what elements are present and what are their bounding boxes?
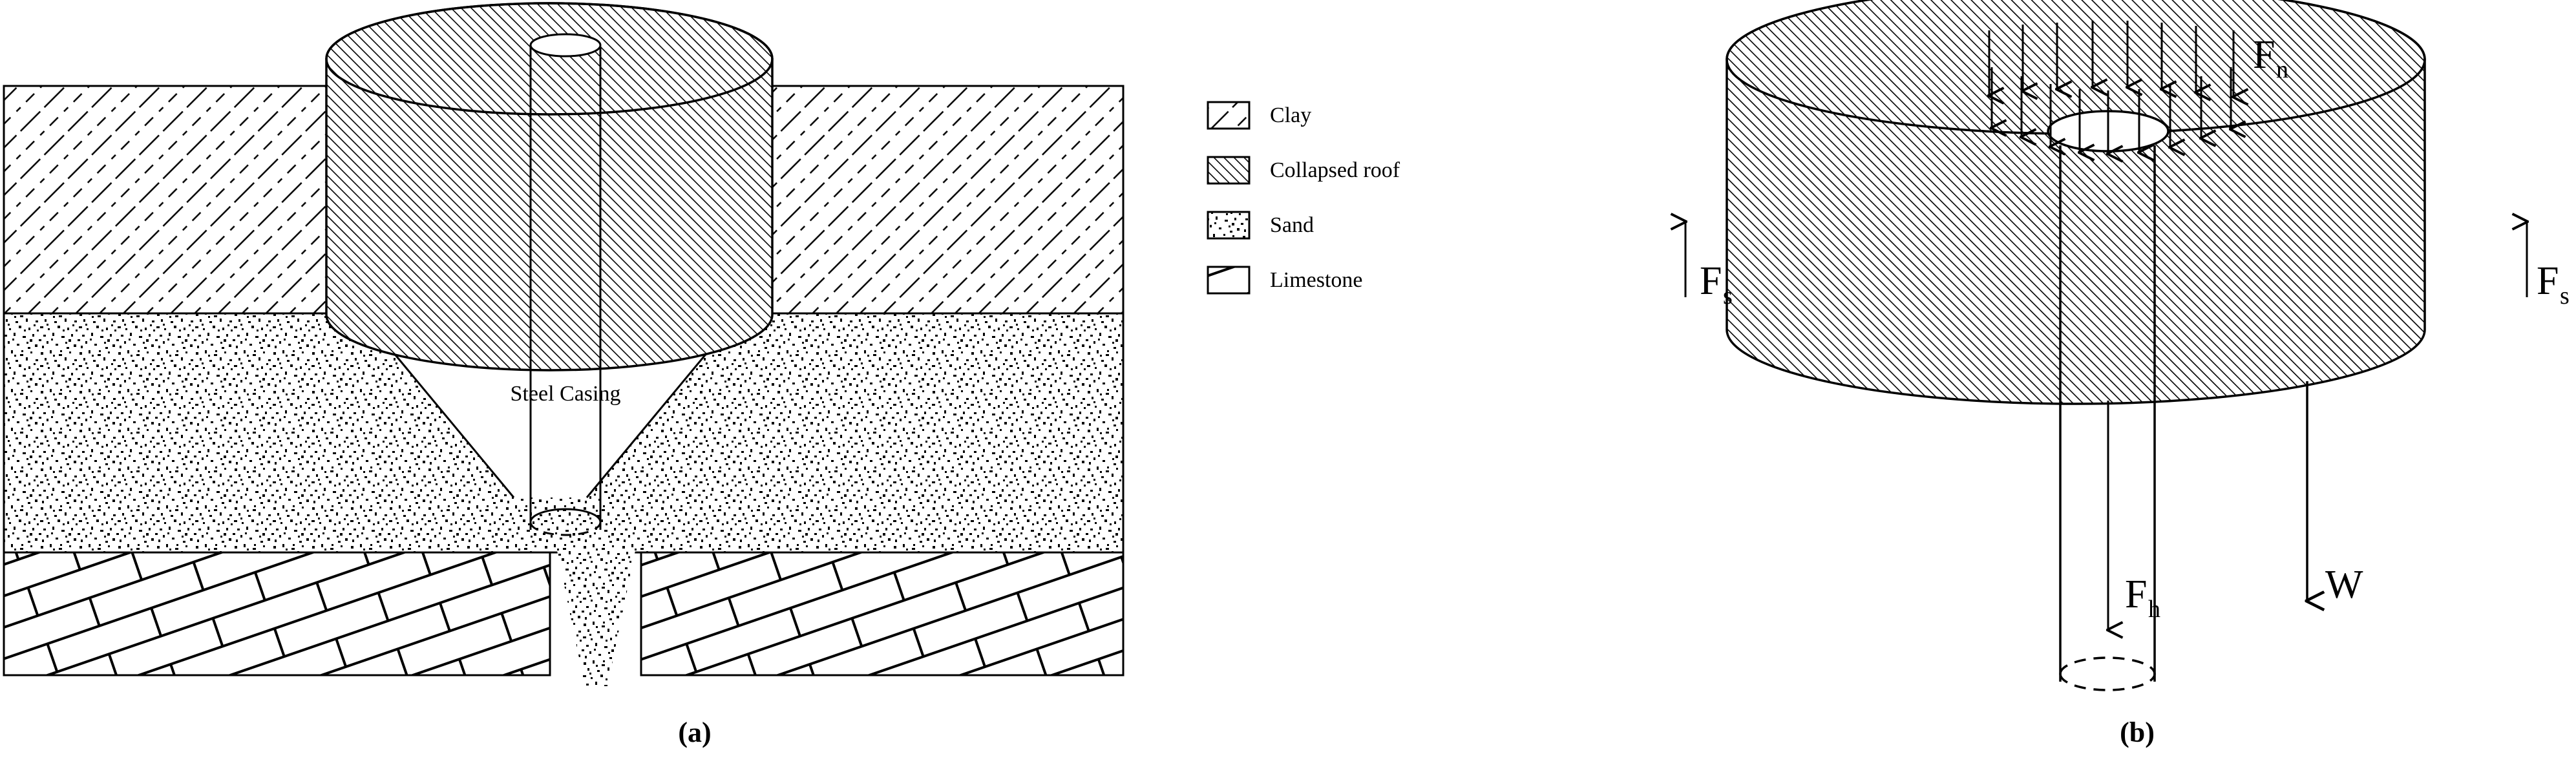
load-arrow-array [1989,21,2233,154]
force-label-Fs-right-base: F [2537,259,2559,303]
force-label-Fh-sub: h [2148,596,2160,623]
force-arrow-Fh: F h [2108,401,2160,630]
force-label-Fs-left-base: F [1700,259,1722,303]
legend: Clay Collapsed roof Sand Limestone [1207,101,1400,295]
steel-casing-label: Steel Casing [511,382,621,406]
force-arrow-W: W [2307,381,2363,607]
panel-b: F n F s F s F h [1685,0,2570,748]
limestone-swatch-icon [1207,266,1251,295]
force-label-Fh-base: F [2125,572,2147,616]
force-label-Fn: F n [2253,33,2288,83]
clay-swatch-icon [1207,101,1251,130]
sand-swatch-icon [1207,211,1251,240]
casing-pipe [529,47,602,536]
legend-item-collapsed-roof: Collapsed roof [1207,156,1400,185]
legend-label-limestone: Limestone [1270,268,1363,292]
layer-limestone [3,551,1124,676]
cavity-throat [553,529,640,686]
force-label-Fn-base: F [2253,33,2275,77]
legend-label-sand: Sand [1270,213,1314,237]
force-label-Fn-sub: n [2276,56,2288,83]
panel-b-caption: (b) [2120,717,2155,748]
casing-pipe-b [2059,145,2156,691]
force-label-W: W [2325,563,2363,607]
collapsed-roof-cylinder [325,2,774,372]
panel-a-caption: (a) [678,717,711,748]
panel-a: Steel Casing (a) [3,2,1124,748]
force-label-Fs-left-sub: s [1723,282,1733,309]
borehole-opening [529,33,602,58]
legend-item-clay: Clay [1207,101,1311,130]
collapsed-roof-swatch-icon [1207,156,1251,185]
force-label-Fs-right-sub: s [2560,282,2570,309]
legend-item-limestone: Limestone [1207,266,1363,295]
legend-label-collapsed-roof: Collapsed roof [1270,158,1400,182]
collapsed-roof-cylinder-b [1726,0,2426,405]
legend-label-clay: Clay [1270,103,1311,127]
legend-item-sand: Sand [1207,211,1314,240]
force-arrow-Fs-right: F s [2527,222,2570,309]
force-arrow-Fs-left: F s [1685,222,1733,309]
